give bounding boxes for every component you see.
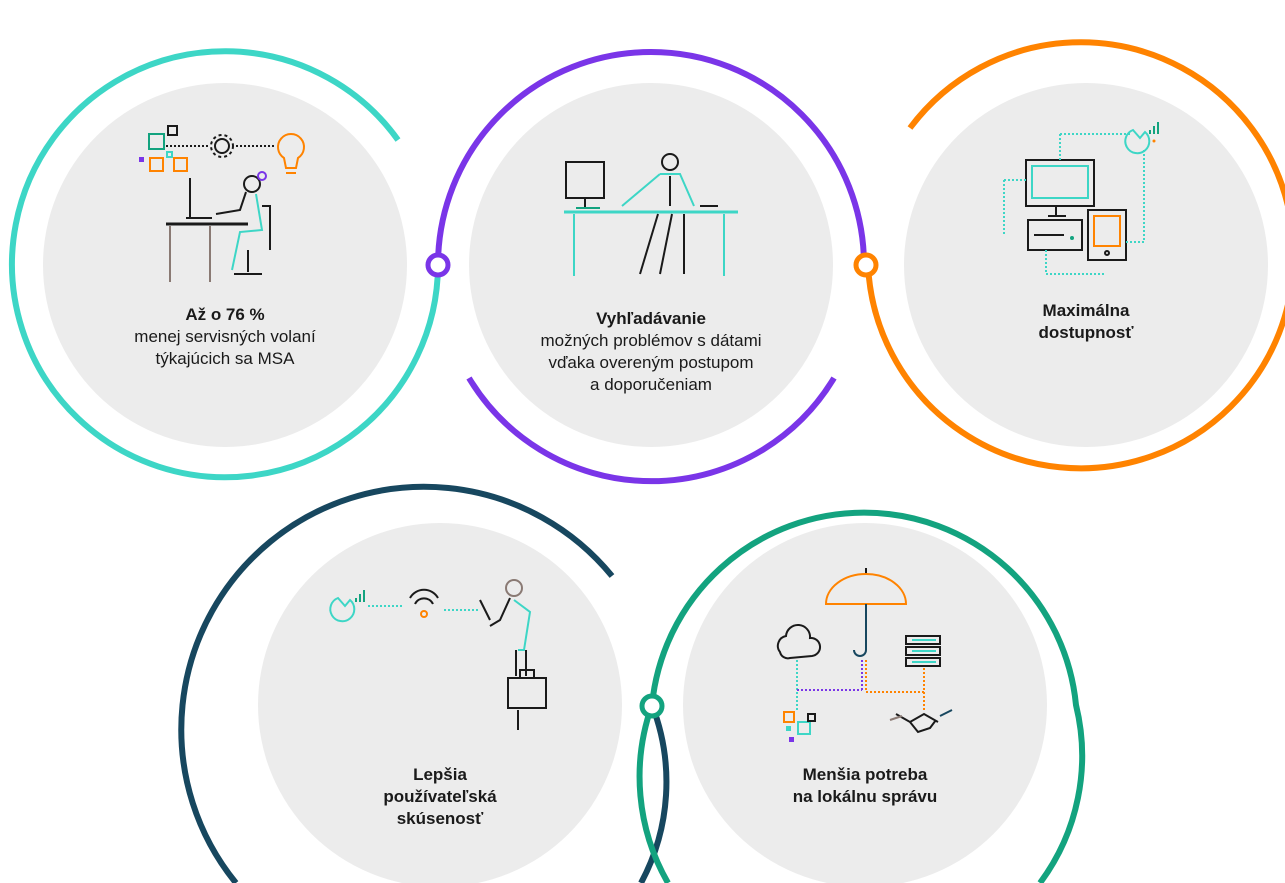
- ring-msa-calls: [9, 48, 441, 481]
- caption-problem-search: Vyhľadávanie možných problémov s dátami …: [510, 308, 792, 396]
- caption-title: Menšia potreba: [802, 765, 928, 784]
- disc-problem-search: [469, 83, 833, 447]
- disc-user-experience: [258, 523, 622, 883]
- caption-msa-calls: Až o 76 % menej servisných volaní týkajú…: [95, 304, 355, 370]
- caption-line: menej servisných volaní: [134, 327, 316, 346]
- connector-dot-orange: [853, 252, 879, 278]
- office-worker-ideas-icon: [139, 125, 305, 282]
- caption-line: týkajúcich sa MSA: [155, 349, 295, 368]
- caption-line: možných problémov s dátami: [540, 331, 762, 350]
- caption-local-management: Menšia potreba na lokálnu správu: [760, 764, 970, 808]
- caption-user-experience: Lepšia používateľská skúsenosť: [340, 764, 540, 830]
- connected-devices-icon: [1003, 122, 1159, 275]
- caption-title-2: dostupnosť: [1038, 323, 1134, 342]
- umbrella-cloud-services-icon: [776, 568, 953, 742]
- caption-availability: Maximálna dostupnosť: [986, 300, 1186, 344]
- connector-dot-green: [639, 693, 665, 719]
- ring-local-management: [636, 509, 1086, 883]
- caption-title: Lepšia: [413, 765, 467, 784]
- ring-user-experience: [178, 483, 615, 883]
- caption-title-2: používateľská: [383, 787, 497, 806]
- disc-availability: [904, 83, 1268, 447]
- caption-line: a doporučeniam: [590, 375, 712, 394]
- disc-msa-calls: [43, 83, 407, 447]
- caption-title-2: na lokálnu správu: [792, 787, 938, 806]
- caption-title: Vyhľadávanie: [596, 309, 706, 328]
- ring-problem-search-top: [435, 49, 867, 266]
- disc-local-management: [683, 523, 1047, 883]
- ring-availability: [865, 39, 1285, 472]
- caption-title: Až o 76 %: [185, 305, 265, 324]
- ring-problem-search-bottom: [466, 376, 837, 485]
- mobile-worker-wifi-icon: [329, 579, 547, 730]
- caption-title: Maximálna: [1042, 301, 1130, 320]
- connector-dot-purple: [425, 252, 451, 278]
- ring-user-experience-right: [638, 703, 670, 883]
- caption-title-3: skúsenosť: [396, 809, 484, 828]
- analyst-at-desk-icon: [564, 153, 738, 276]
- caption-line: vďaka overeným postupom: [548, 353, 754, 372]
